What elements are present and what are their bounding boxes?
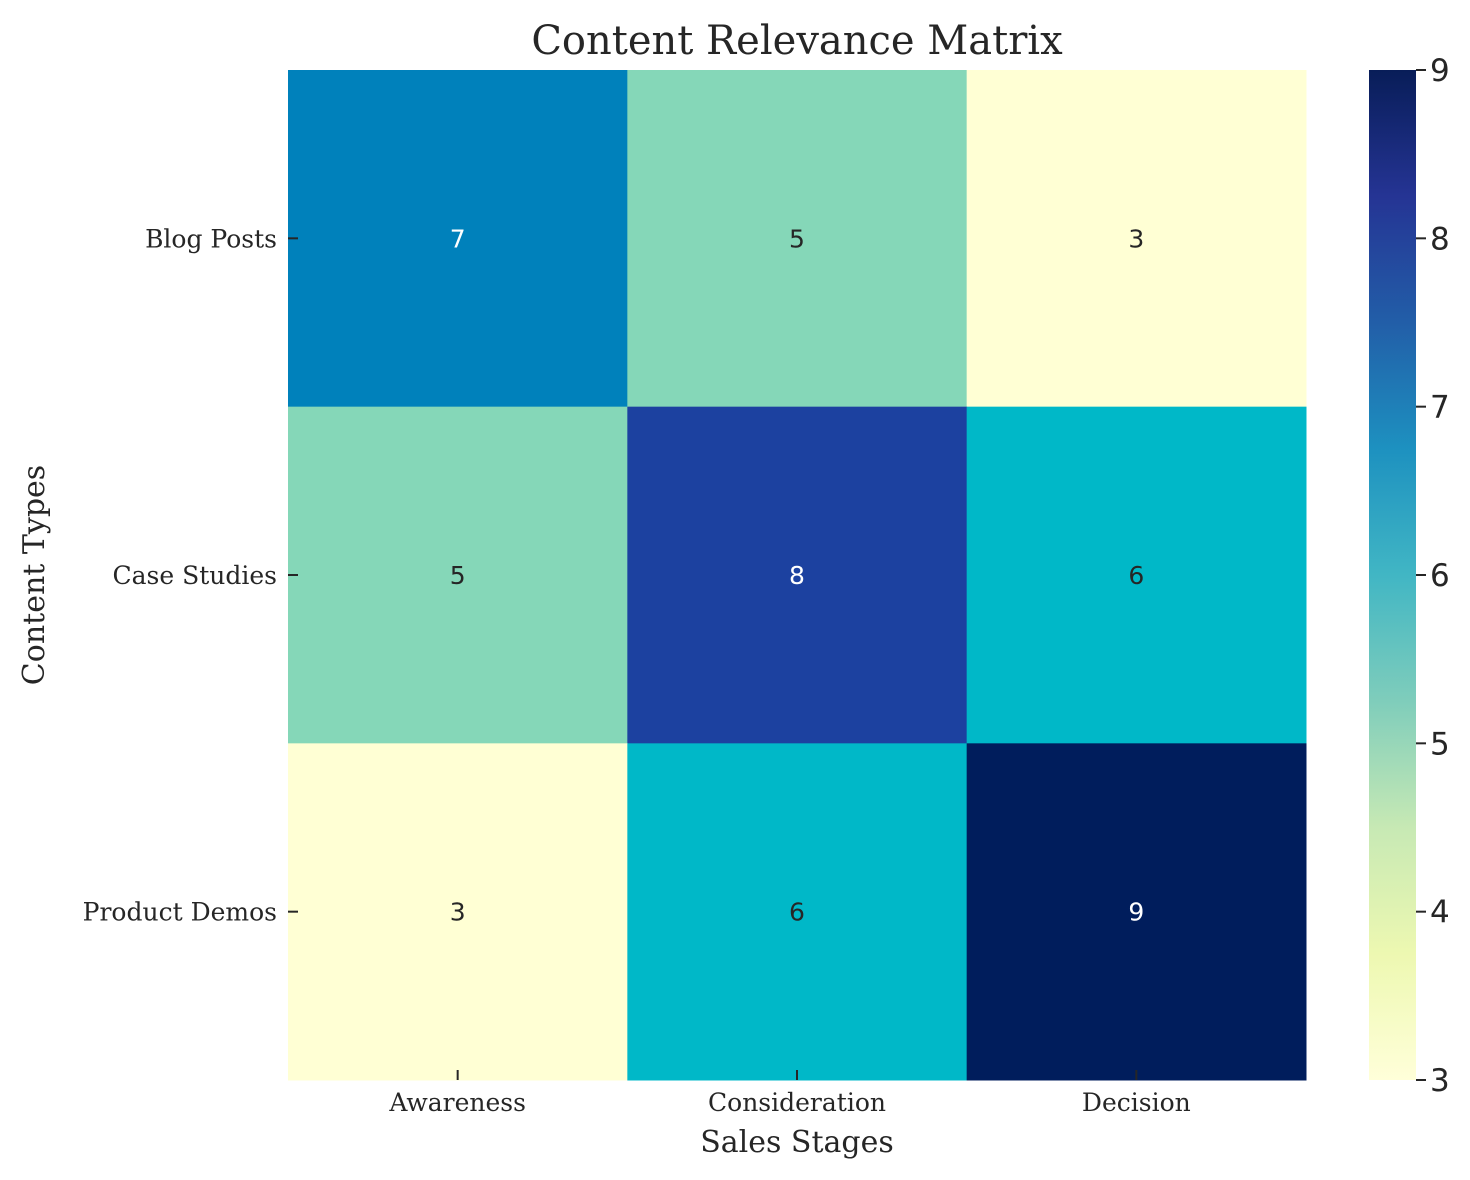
cell-value-label: 8 [789,561,805,590]
cell-value-label: 9 [1128,898,1144,927]
colorbar-tick-label: 6 [1430,558,1450,594]
x-tick-label: Decision [1082,1088,1191,1117]
heatmap-cell [627,70,968,408]
y-tick-label: Case Studies [112,561,277,590]
colorbar-gradient [1369,70,1416,1080]
x-axis-label: Sales Stages [700,1125,894,1160]
heatmap-cell [288,70,628,408]
x-tick-labels: Awareness Consideration Decision [388,1070,1191,1117]
colorbar-ticks: 3 4 5 6 7 8 9 [1416,53,1450,1099]
cell-value-label: 7 [450,224,466,253]
cell-value-label: 6 [1128,561,1144,590]
cell-value-label: 5 [450,561,466,590]
x-tick-label: Consideration [708,1088,886,1117]
heatmap-cell [627,406,968,744]
cell-value-label: 6 [789,898,805,927]
cell-value-label: 3 [450,898,466,927]
colorbar-tick-label: 5 [1430,726,1450,762]
y-axis-label: Content Types [17,465,52,685]
heatmap-cell [288,406,628,744]
colorbar: 3 4 5 6 7 8 9 [1369,53,1450,1099]
heatmap-cell [627,743,968,1081]
colorbar-tick-label: 3 [1430,1063,1450,1099]
y-tick-label: Product Demos [83,898,277,927]
colorbar-tick-label: 7 [1430,390,1450,426]
y-tick-label: Blog Posts [145,224,277,253]
chart-title: Content Relevance Matrix [531,18,1063,64]
cell-value-label: 5 [789,224,805,253]
cell-value-label: 3 [1128,224,1144,253]
x-tick-label: Awareness [388,1088,526,1117]
colorbar-tick-label: 8 [1430,221,1450,257]
colorbar-tick-label: 4 [1430,895,1450,931]
heatmap-cells: 7 5 3 5 8 6 3 6 9 [288,70,1307,1081]
heatmap-cell [966,406,1307,744]
colorbar-tick-label: 9 [1430,53,1450,89]
heatmap-cell [966,70,1307,408]
heatmap-cell [288,743,628,1081]
heatmap-cell [966,743,1307,1081]
